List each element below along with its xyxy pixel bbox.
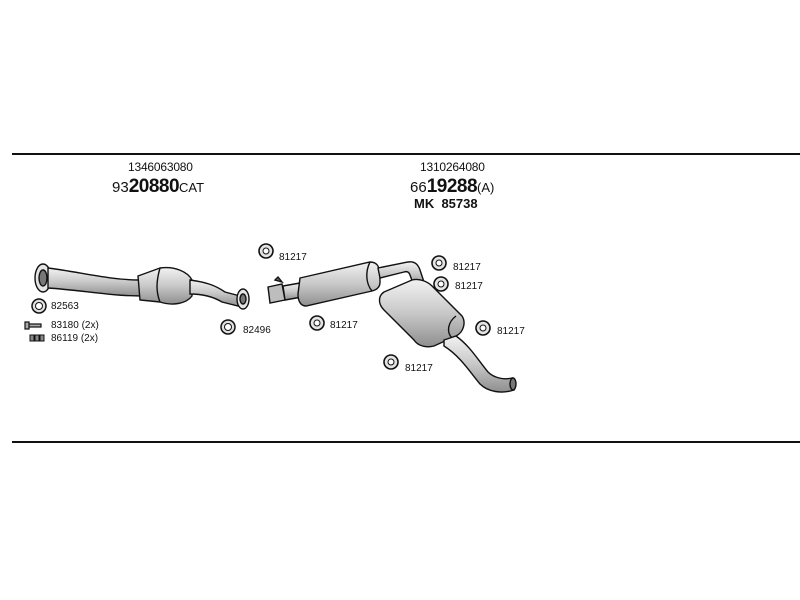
label-nut-86119: 86119 (2x) <box>51 333 99 344</box>
hanger-b-hole <box>313 319 321 327</box>
center-silencer <box>297 261 381 307</box>
label-gasket-82563: 82563 <box>51 301 79 312</box>
nut-a <box>29 334 35 342</box>
front-flange-hole <box>38 269 48 287</box>
muffler-code-main: 19288 <box>426 176 478 197</box>
rear-muffler-face <box>447 315 457 339</box>
catalytic-code-prefix: 93 <box>112 179 129 196</box>
nut-c <box>39 334 45 342</box>
muffler-part-number: 1310264080 <box>420 160 485 174</box>
muffler-code-suffix: (A) <box>477 180 495 195</box>
label-hanger-f: 81217 <box>405 363 433 374</box>
nut-b <box>34 334 40 342</box>
bolt-head <box>24 321 30 330</box>
tailpipe <box>443 335 515 393</box>
front-pipe-catalytic-converter <box>34 263 250 310</box>
tailpipe-end <box>509 377 517 391</box>
inlet-pipe <box>47 267 143 297</box>
muffler-code-prefix: 66 <box>410 179 427 196</box>
center-silencer-end <box>366 261 373 292</box>
top-rule <box>12 153 800 155</box>
hanger-holes <box>262 247 487 366</box>
catalytic-converter-body <box>137 266 193 305</box>
rear-flange-hole <box>239 293 247 305</box>
hanger-e-hole <box>479 324 487 332</box>
hanger-d-hole <box>437 280 445 288</box>
clamp-bolt <box>273 275 284 284</box>
gasket-82496-icon-inner <box>224 323 232 331</box>
hanger-group <box>258 243 491 370</box>
hanger-a-hole <box>262 247 270 255</box>
label-hanger-c: 81217 <box>453 262 481 273</box>
catalytic-part-number: 1346063080 <box>128 160 193 174</box>
gasket-82563-icon-inner <box>35 302 43 310</box>
catalytic-code-suffix: CAT <box>179 180 205 195</box>
label-hanger-e: 81217 <box>497 326 525 337</box>
bolt-shaft <box>27 323 42 328</box>
hanger-c-hole <box>435 259 443 267</box>
label-hanger-d: 81217 <box>455 281 483 292</box>
catalytic-code-main: 20880 <box>128 176 180 197</box>
mounting-kit-number: MK 85738 <box>414 196 478 211</box>
bolt-83180-icon <box>24 321 42 330</box>
bottom-rule <box>12 441 800 443</box>
label-bolt-83180: 83180 (2x) <box>51 320 99 331</box>
label-hanger-a: 81217 <box>279 252 307 263</box>
nut-86119-icon <box>29 334 45 342</box>
outlet-pipe <box>189 279 241 307</box>
label-gasket-82496: 82496 <box>243 325 271 336</box>
label-hanger-b: 81217 <box>330 320 358 331</box>
catalytic-converter-seam <box>156 267 161 303</box>
catalytic-code: 9320880CAT <box>112 176 204 198</box>
rear-muffler-system <box>267 261 517 393</box>
muffler-code: 6619288(A) <box>410 176 494 198</box>
hanger-f-hole <box>387 358 395 366</box>
